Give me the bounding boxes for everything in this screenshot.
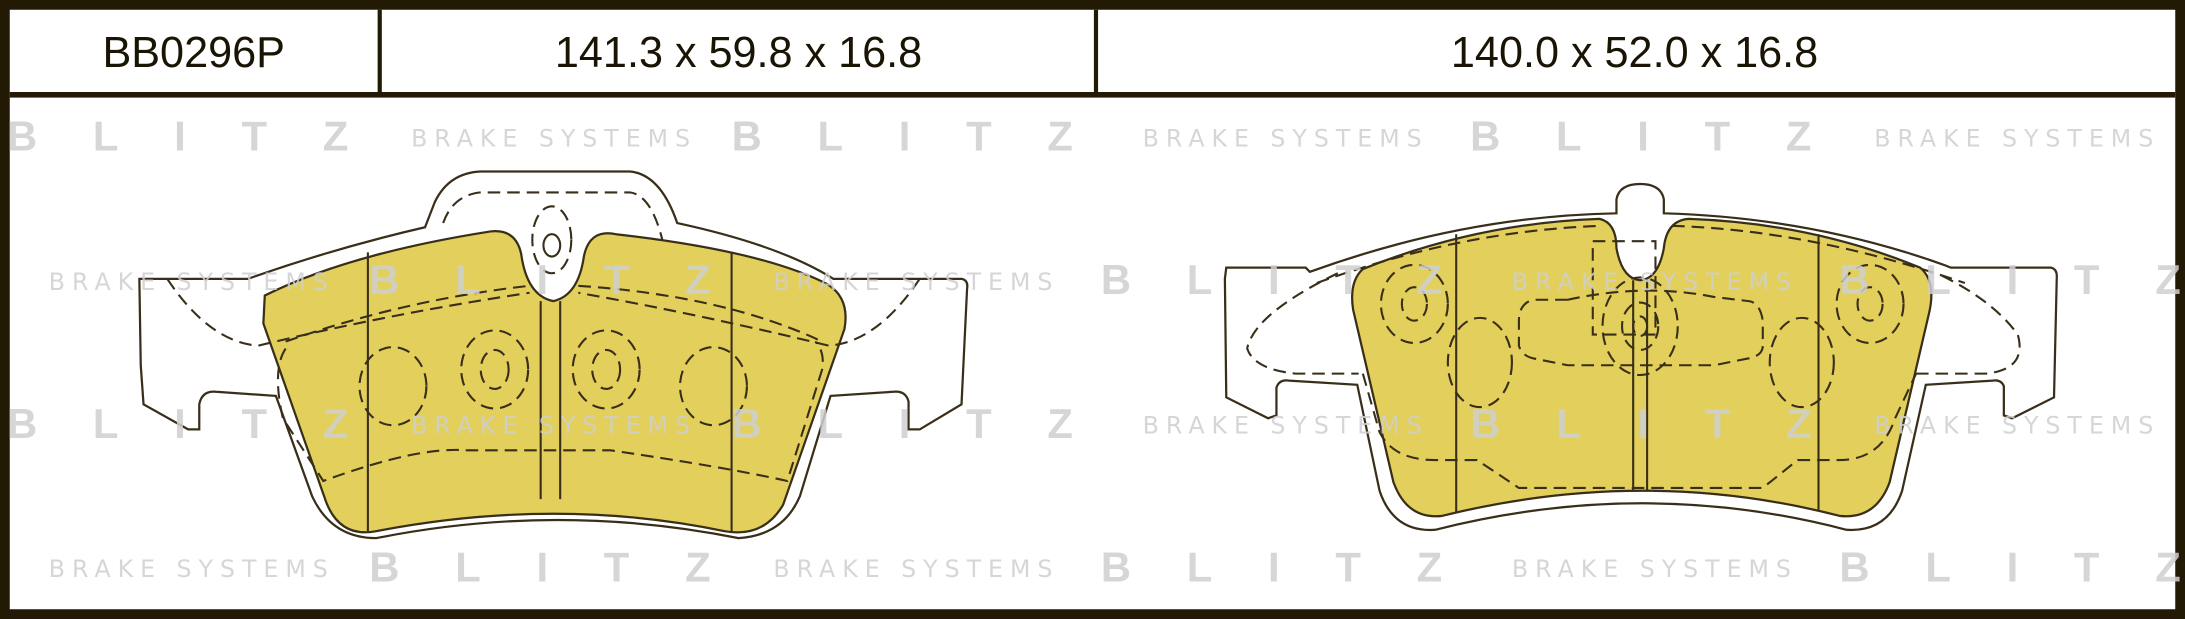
watermark-brand: BLITZ (7, 113, 404, 160)
watermark-tagline: BRAKE SYSTEMS (1512, 555, 1798, 583)
left-pad-shim-line (578, 278, 921, 347)
left-pad-piston-mark (678, 346, 748, 427)
right-pad-friction-material (1351, 217, 1933, 518)
watermark-tagline: BRAKE SYSTEMS (1874, 412, 2160, 440)
watermark-tagline: BRAKE SYSTEMS (411, 412, 697, 440)
left-pad-clip-slot (531, 205, 573, 275)
right-pad-piston-mark (1620, 301, 1660, 351)
watermark-brand: BLITZ (732, 113, 1129, 160)
watermark-tagline: BRAKE SYSTEMS (1874, 124, 2160, 152)
right-pad-piston-mark (1768, 316, 1835, 409)
right-pad-piston-mark (1400, 286, 1428, 322)
watermark-brand: BLITZ (7, 400, 404, 447)
watermark-layer: BLITZ BRAKE SYSTEMS BLITZ BRAKE SYSTEMS … (7, 113, 2185, 591)
left-pad-tab-outline (442, 191, 665, 245)
watermark-tagline: BRAKE SYSTEMS (1512, 268, 1798, 296)
watermark-brand: BLITZ (1839, 256, 2185, 303)
right-pad-piston-mark (1446, 316, 1513, 409)
left-brake-pad (138, 170, 969, 540)
watermark-brand: BLITZ (1470, 400, 1867, 447)
right-pad-piston-mark (1379, 263, 1449, 345)
watermark-tagline: BRAKE SYSTEMS (773, 555, 1059, 583)
left-pad-piston-mark (479, 348, 510, 391)
watermark-tagline: BRAKE SYSTEMS (411, 124, 697, 152)
dimensions-right-pad: 140.0 x 52.0 x 16.8 (1451, 29, 1818, 77)
header-cell-divider-2 (1093, 9, 1099, 94)
left-pad-pin-hole (542, 233, 562, 258)
left-pad-inner-outline (276, 340, 824, 483)
right-pad-piston-mark (1835, 263, 1905, 345)
watermark-brand: BLITZ (1101, 543, 1498, 590)
watermark-brand: BLITZ (369, 543, 766, 590)
watermark-tagline: BRAKE SYSTEMS (49, 268, 335, 296)
watermark-tagline: BRAKE SYSTEMS (1143, 124, 1429, 152)
watermark-brand: BLITZ (1470, 113, 1867, 160)
right-pad-sensor-outline (1517, 289, 1764, 367)
part-number: BB0296P (102, 29, 284, 77)
left-pad-shim-line (166, 278, 530, 347)
right-pad-chamfer-line (1316, 224, 1966, 284)
right-pad-clip-outline (1591, 240, 1657, 336)
watermark-brand: BLITZ (369, 256, 766, 303)
watermark-brand: BLITZ (1101, 256, 1498, 303)
watermark-tagline: BRAKE SYSTEMS (49, 555, 335, 583)
right-brake-pad (1223, 182, 2058, 531)
left-pad-piston-mark (460, 329, 530, 410)
left-pad-piston-mark (571, 329, 641, 410)
right-pad-piston-mark (1856, 286, 1884, 322)
left-pad-chamfer-line (285, 284, 823, 343)
right-pad-inner-outline (1361, 373, 1918, 489)
watermark-tagline: BRAKE SYSTEMS (773, 268, 1059, 296)
watermark-brand: BLITZ (732, 400, 1129, 447)
header-cell-divider-1 (377, 9, 382, 94)
right-pad-shim-line (1246, 272, 2021, 375)
watermark-tagline: BRAKE SYSTEMS (1143, 412, 1429, 440)
header-divider (9, 92, 2176, 98)
watermark-brand: BLITZ (1839, 543, 2185, 590)
right-pad-piston-mark (1601, 276, 1679, 377)
left-pad-piston-mark (358, 346, 428, 427)
dimensions-left-pad: 141.3 x 59.8 x 16.8 (555, 29, 922, 77)
left-pad-piston-mark (591, 348, 622, 391)
